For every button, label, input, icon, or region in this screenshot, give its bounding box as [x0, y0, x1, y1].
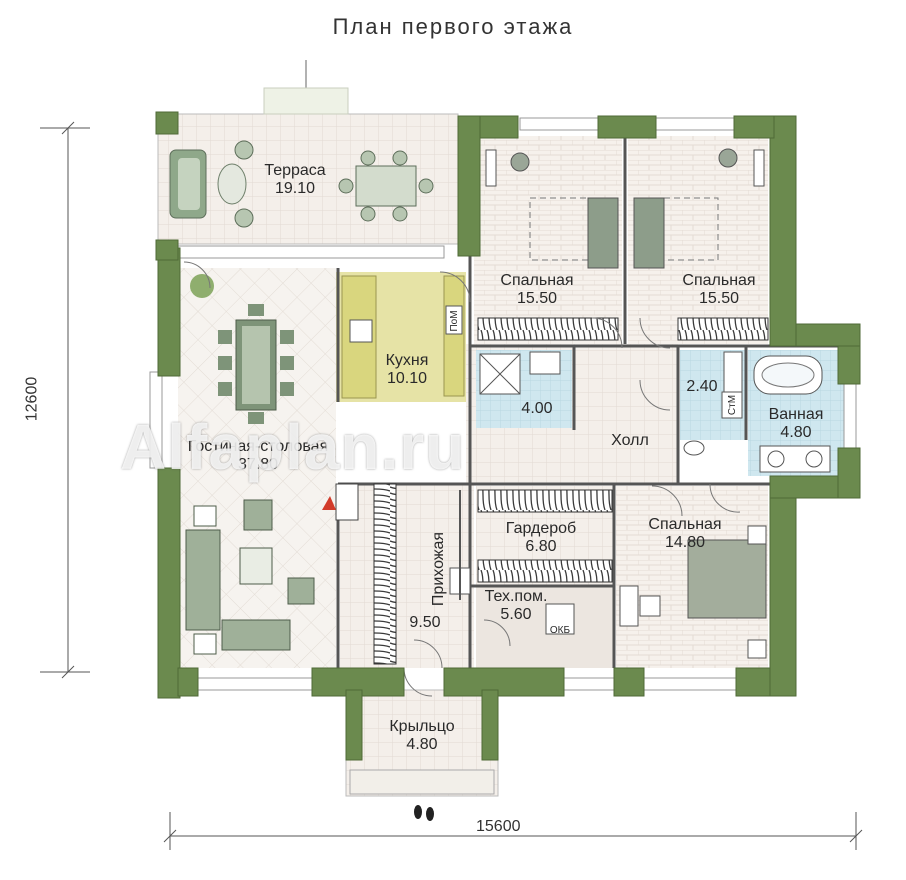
tag-boiler: ОКБ — [549, 625, 571, 636]
rack-bedroom2 — [677, 317, 769, 341]
windows — [149, 117, 857, 691]
porch-step — [349, 769, 495, 795]
bath-fixtures — [479, 351, 831, 473]
watermark: Alfaplan.ru — [120, 411, 466, 483]
terrace-furniture — [169, 140, 434, 228]
dimension-width: 15600 — [476, 818, 521, 835]
room-tech: Тех.пом.5.60 — [484, 588, 548, 623]
room-entrance-area: 9.50 — [409, 614, 441, 631]
kitchen-furniture — [341, 275, 465, 399]
room-entrance-name: Прихожая — [430, 531, 447, 607]
dimension-height: 12600 — [23, 376, 41, 422]
bedroom-furniture — [485, 148, 767, 659]
living-furniture — [185, 274, 359, 655]
rack-wardrobe-bottom — [477, 559, 613, 583]
rack-bedroom1 — [477, 317, 619, 341]
room-wc: 2.40 — [686, 378, 718, 395]
tech-equipment — [449, 490, 575, 635]
exterior-walls — [155, 111, 861, 761]
room-hall: Холл — [611, 432, 649, 449]
tag-dishwasher: ПоМ — [449, 310, 460, 332]
tag-washer: СтМ — [727, 394, 738, 416]
footprints-icon — [414, 805, 434, 821]
tech-floor — [476, 586, 614, 668]
plan-title: План первого этажа — [332, 14, 574, 39]
room-bath-small: 4.00 — [521, 400, 553, 417]
rack-entrance — [373, 483, 397, 665]
terrace-steps — [263, 87, 349, 115]
rack-wardrobe-top — [477, 489, 613, 513]
